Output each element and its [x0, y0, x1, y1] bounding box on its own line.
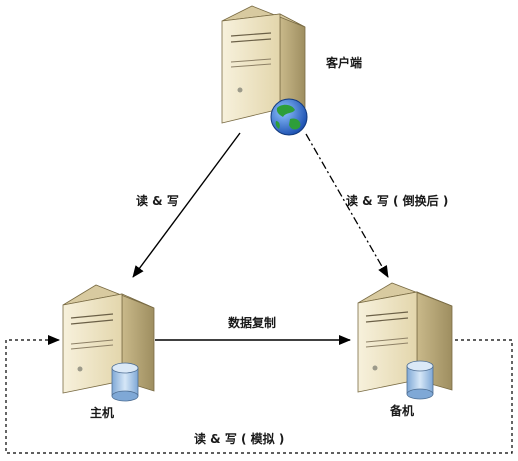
- edge-label-simulation: 读 & 写 ( 模拟 ): [194, 431, 284, 446]
- primary-server: 主机: [62, 284, 155, 420]
- edge-simulation: [5, 335, 513, 454]
- database-icon: [406, 360, 434, 400]
- edge-label-client-primary: 读 & 写: [136, 193, 179, 208]
- edge-label-client-standby: 读 & 写 ( 倒换后 ): [346, 193, 448, 208]
- client-server: 客户端: [221, 5, 362, 136]
- standby-label: 备机: [389, 403, 414, 418]
- server-icon: [62, 284, 155, 394]
- edge-client-to-primary: [132, 132, 241, 278]
- server-icon: [357, 282, 453, 393]
- standby-server: 备机: [357, 282, 453, 418]
- primary-label: 主机: [90, 405, 114, 420]
- edge-label-replication: 数据复制: [228, 315, 276, 330]
- database-icon: [111, 362, 139, 402]
- client-label: 客户端: [325, 55, 362, 70]
- globe-icon: [270, 98, 308, 136]
- edge-client-to-standby: [305, 133, 389, 278]
